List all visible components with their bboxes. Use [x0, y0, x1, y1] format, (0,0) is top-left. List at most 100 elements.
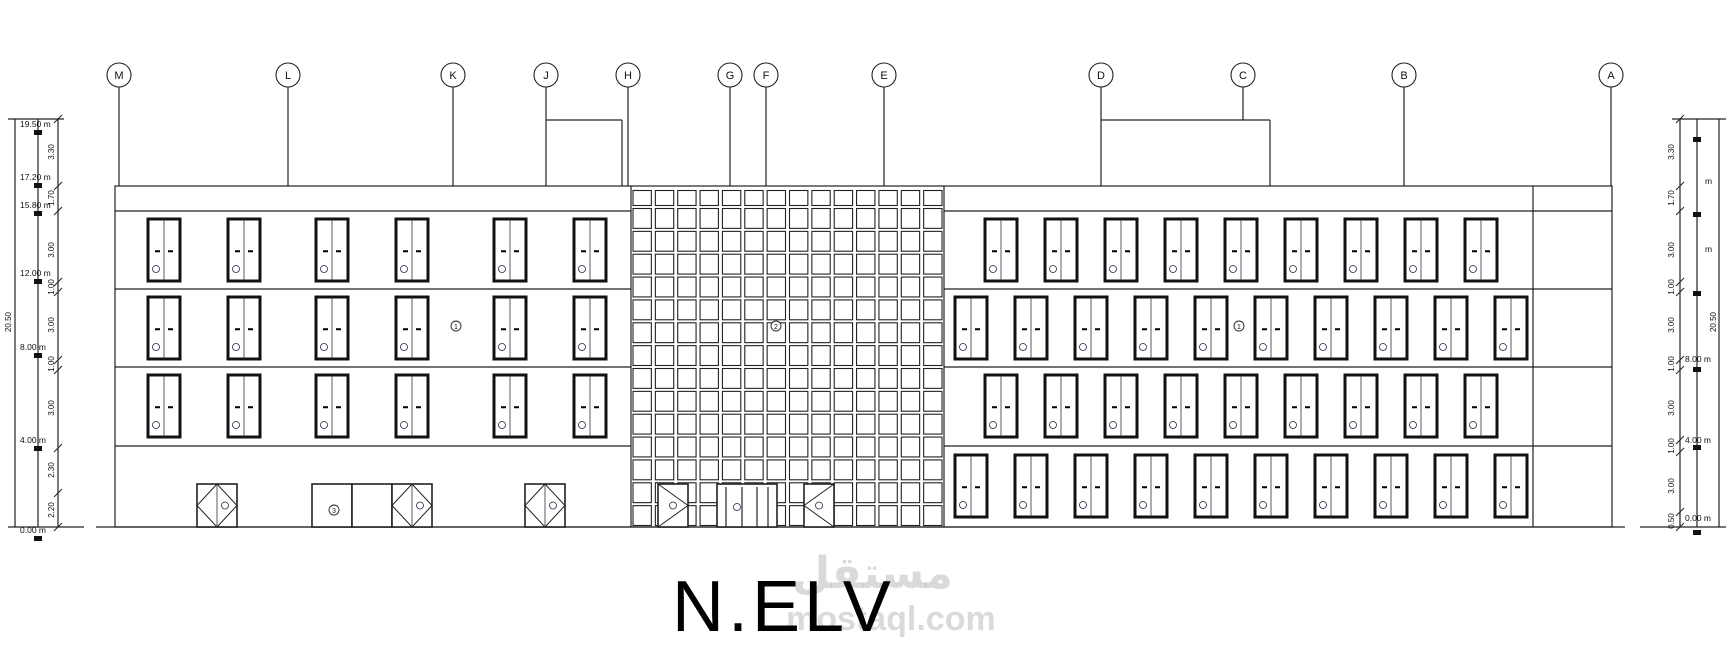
curtain-wall-panel: [632, 390, 652, 412]
drawing-title: N.ELV: [672, 567, 895, 647]
window-tag-icon: [232, 265, 240, 273]
window-tag-icon: [1319, 501, 1327, 509]
dim-tick: [53, 443, 63, 453]
curtain-wall-panel: [744, 413, 764, 435]
grid-label: C: [1239, 70, 1247, 82]
level-label: 15.80 m: [20, 200, 51, 210]
dim-tick: [1675, 287, 1685, 297]
curtain-wall-panel: [900, 390, 921, 412]
curtain-wall-panel: [699, 436, 719, 458]
window-tag-icon: [989, 421, 997, 429]
window-tag-icon: [152, 343, 160, 351]
dim-tick: [53, 365, 63, 375]
window: [1433, 295, 1469, 361]
dim-tick: [1675, 447, 1685, 457]
window: [1103, 373, 1139, 439]
window-tag-icon: [1409, 265, 1417, 273]
window-tag-icon: [1019, 501, 1027, 509]
zone-tag-curtain-wall: 2: [774, 324, 778, 331]
grid-label: A: [1607, 70, 1615, 82]
grid-label: M: [114, 70, 123, 82]
curtain-wall-panel: [856, 230, 876, 252]
window-tag-icon: [400, 265, 408, 273]
curtain-wall-panel: [788, 413, 809, 435]
curtain-wall-panel: [766, 207, 787, 229]
zone-tag-curtain-wall-circle: [770, 320, 782, 332]
curtain-wall-panel: [923, 207, 943, 229]
level-label: 4.00 m: [20, 435, 46, 445]
window-tag-icon: [1289, 265, 1297, 273]
window: [572, 373, 608, 439]
curtain-wall-panel: [677, 345, 697, 367]
curtain-wall-panel: [788, 390, 809, 412]
curtain-wall-panel: [788, 345, 809, 367]
window-tag-icon: [320, 265, 328, 273]
curtain-wall-panel: [744, 390, 764, 412]
dim-segment-label: 3.00: [1667, 317, 1676, 333]
curtain-wall-panel: [811, 189, 831, 207]
curtain-wall-panel: [654, 390, 675, 412]
window: [1343, 373, 1379, 439]
window: [1163, 373, 1199, 439]
window-tag-icon: [1379, 501, 1387, 509]
dim-segment-label: 3.00: [47, 400, 56, 416]
watermark-latin: mostaql.com: [786, 600, 996, 638]
curtain-wall-panel: [788, 230, 809, 252]
window-tag-icon: [1349, 265, 1357, 273]
level-marker-icon: [34, 130, 42, 135]
glass-panel: [351, 483, 393, 528]
dim-tick: [1675, 522, 1685, 532]
dim-segment-label: 1.00: [1667, 356, 1676, 372]
zone-tag-left-block-circle: [450, 320, 462, 332]
curtain-wall-panel: [833, 413, 854, 435]
curtain-wall-panel: [923, 322, 943, 344]
window: [572, 295, 608, 361]
curtain-wall-panel: [811, 345, 831, 367]
window: [1013, 295, 1049, 361]
left-block-entrance-group: [311, 483, 393, 528]
curtain-wall-panel: [654, 276, 675, 298]
dim-tick: [1675, 365, 1685, 375]
watermark-arabic: مستقل: [792, 548, 953, 599]
window: [953, 453, 989, 519]
curtain-wall-panel: [923, 253, 943, 275]
window: [1343, 217, 1379, 283]
dim-segment-label: 1.00: [1667, 438, 1676, 454]
curtain-wall-panel: [744, 459, 764, 481]
window: [1283, 373, 1319, 439]
grid-label: B: [1400, 70, 1407, 82]
window-tag-icon: [400, 343, 408, 351]
curtain-wall-panel: [833, 253, 854, 275]
curtain-wall-panel: [856, 207, 876, 229]
dim-tick: [53, 206, 63, 216]
window: [572, 217, 608, 283]
curtain-wall-panel: [856, 299, 876, 321]
curtain-wall-panel: [721, 413, 742, 435]
curtain-wall-panel: [744, 345, 764, 367]
dim-tick: [1675, 114, 1685, 124]
dim-segment-label: 1.70: [47, 190, 56, 206]
window: [983, 217, 1019, 283]
curtain-wall-panel: [699, 459, 719, 481]
curtain-wall-panel: [833, 367, 854, 389]
level-label: 4.00 m: [1685, 435, 1711, 445]
curtain-wall-panel: [654, 345, 675, 367]
window: [1403, 217, 1439, 283]
curtain-wall-panel: [833, 436, 854, 458]
window: [1043, 217, 1079, 283]
curtain-wall-panel: [856, 189, 876, 207]
curtain-wall-panel: [721, 436, 742, 458]
curtain-wall-panel: [811, 390, 831, 412]
curtain-wall-door-left: [657, 483, 689, 528]
curtain-wall-panel: [878, 482, 898, 504]
curtain-wall-panel: [721, 299, 742, 321]
window-tag-icon: [152, 421, 160, 429]
curtain-wall-panel: [900, 299, 921, 321]
level-label: 0.00 m: [1685, 513, 1711, 523]
curtain-wall-panel: [833, 207, 854, 229]
curtain-wall-panel: [923, 299, 943, 321]
curtain-wall-panel: [900, 436, 921, 458]
curtain-wall-panel: [856, 253, 876, 275]
dim-tick: [1675, 435, 1685, 445]
